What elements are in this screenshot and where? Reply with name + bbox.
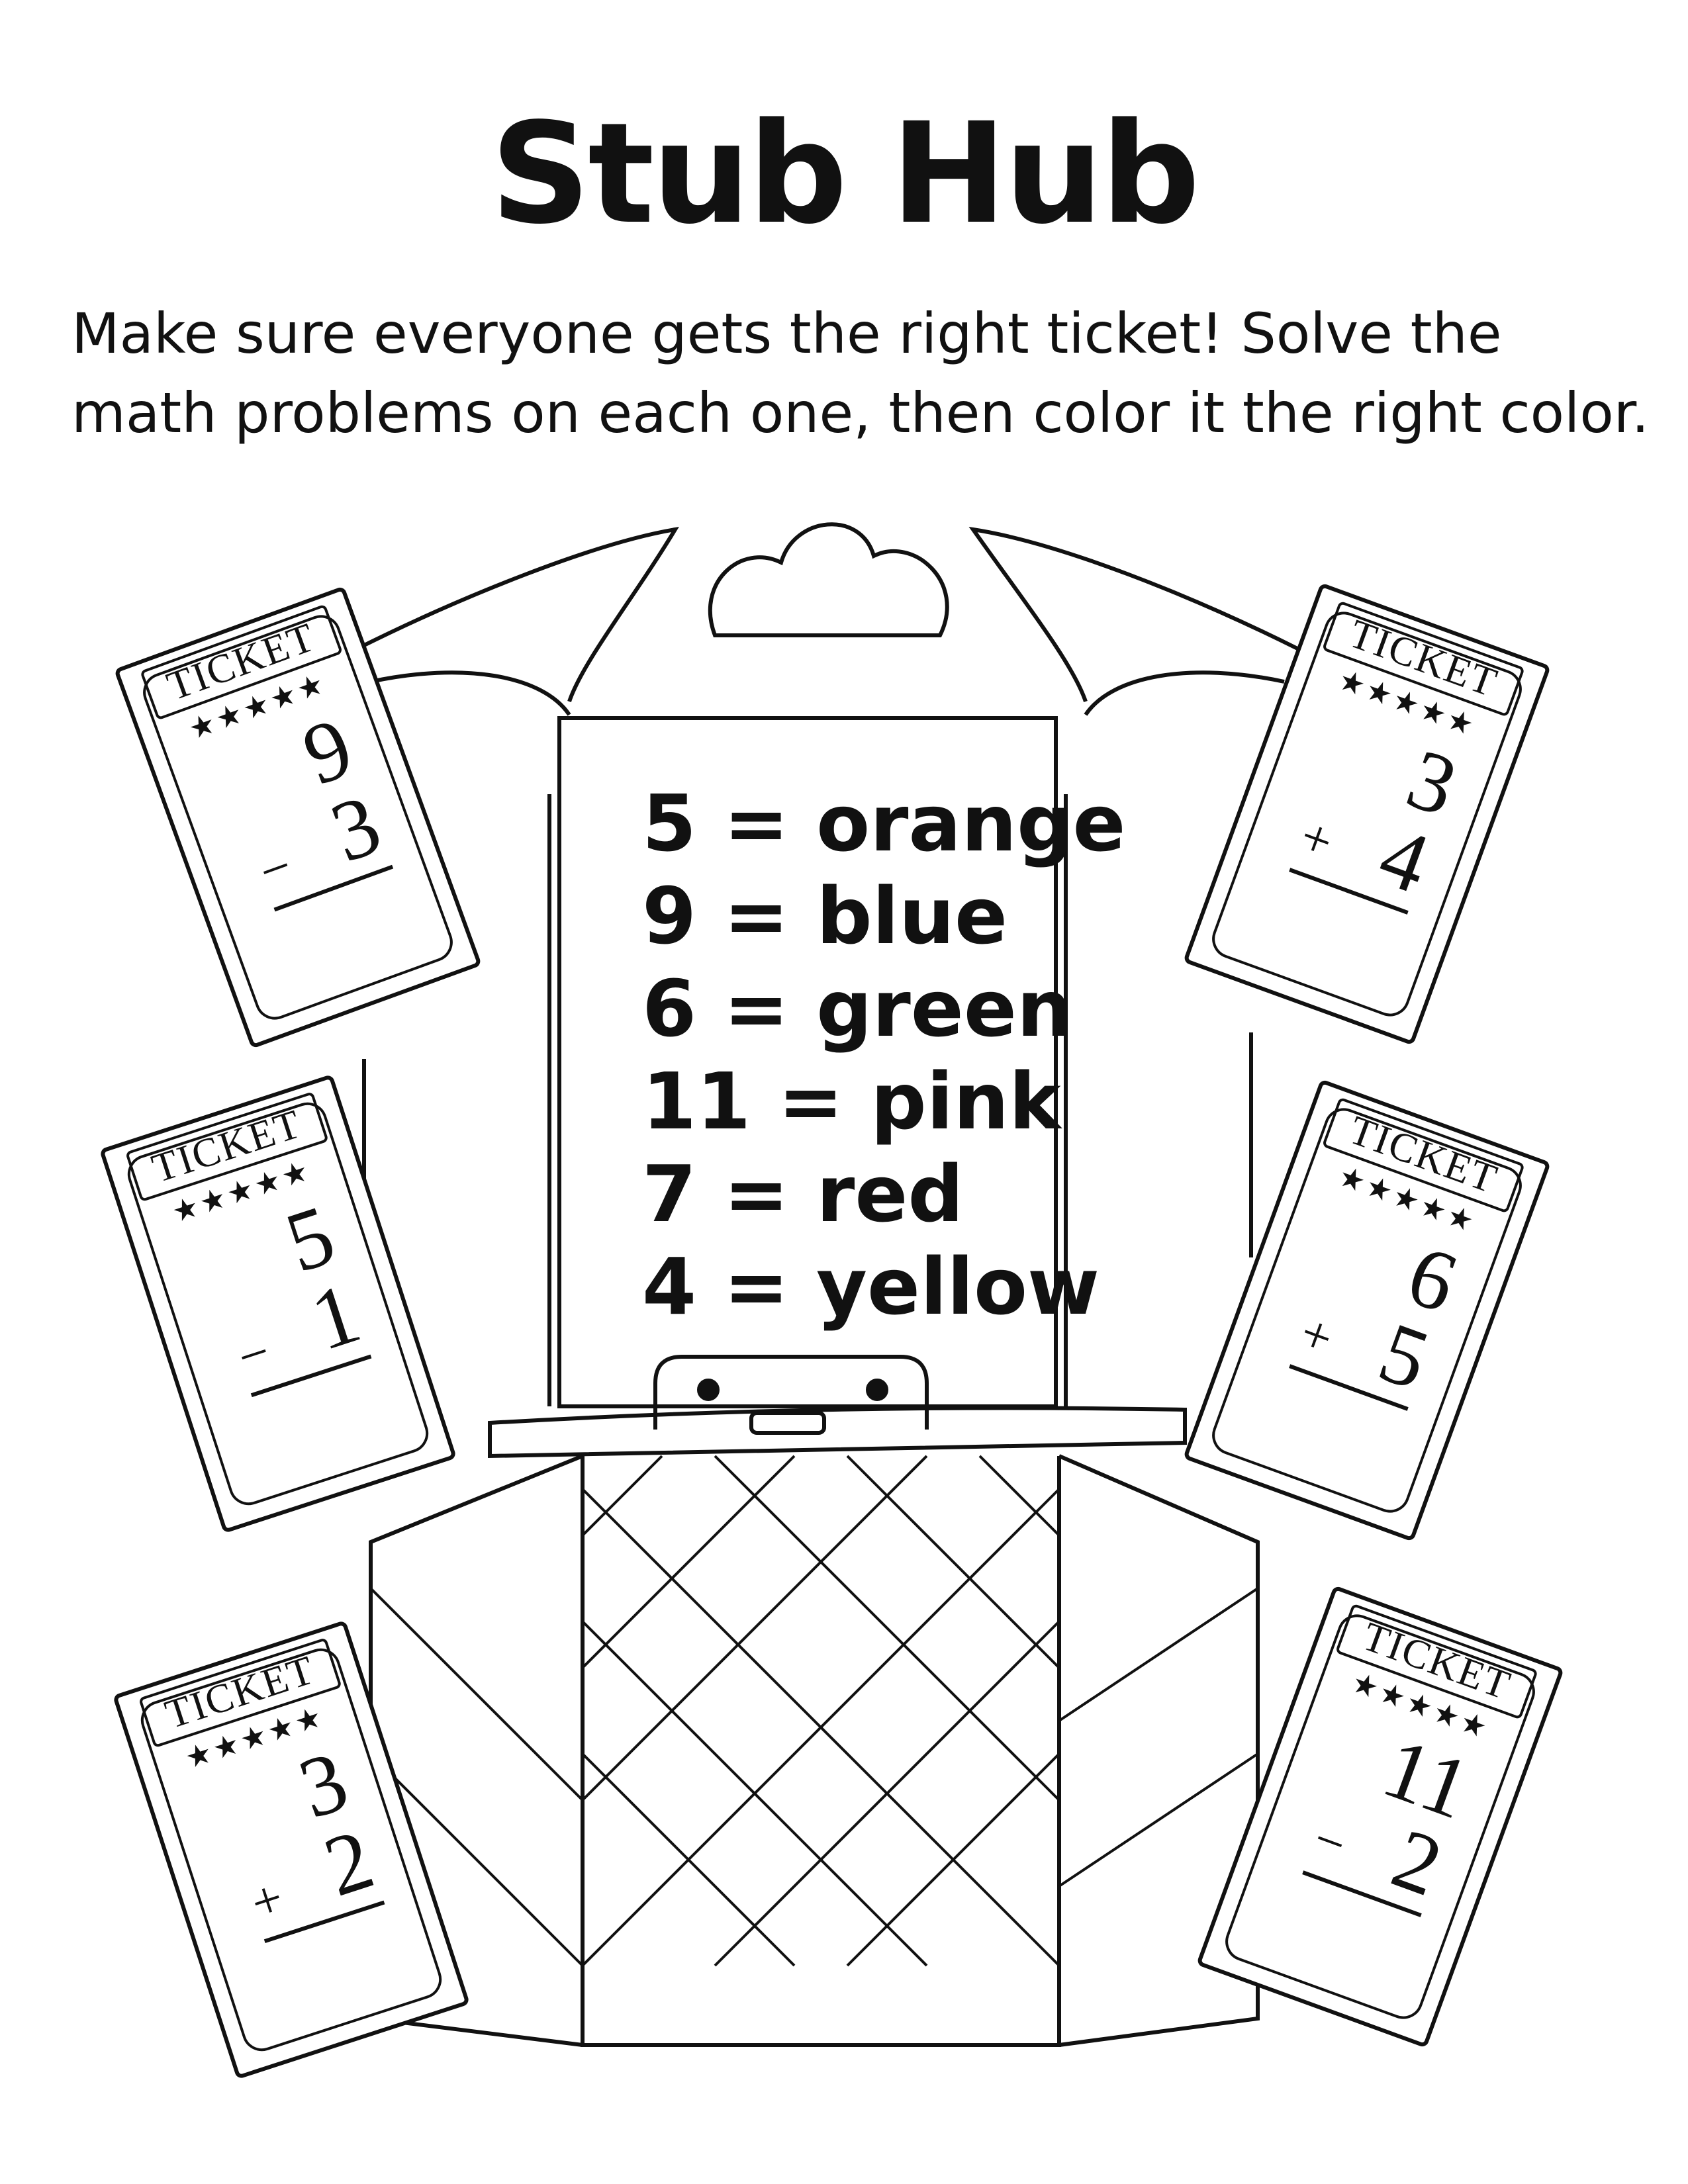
key-item: 6 = green bbox=[642, 963, 1072, 1054]
booth-scroll-right bbox=[968, 526, 1299, 716]
key-item: 4 = yellow bbox=[642, 1241, 1100, 1332]
booth-base bbox=[369, 1454, 1260, 2047]
instructions-line-2: math problems on each one, then color it… bbox=[71, 381, 1650, 445]
booth-attendant bbox=[653, 1355, 929, 1430]
key-item: 9 = blue bbox=[642, 870, 1008, 962]
key-item: 11 = pink bbox=[642, 1056, 1061, 1147]
quilted-pattern bbox=[369, 1455, 1259, 1967]
page-title: Stub Hub bbox=[490, 93, 1200, 255]
key-item: 7 = red bbox=[642, 1148, 964, 1240]
key-item: 5 = orange bbox=[642, 778, 1126, 869]
booth-scroll-left bbox=[356, 526, 679, 716]
instructions-line-1: Make sure everyone gets the right ticket… bbox=[71, 301, 1502, 366]
booth-counter bbox=[488, 1406, 1187, 1459]
booth-crest bbox=[708, 522, 949, 637]
booth-window bbox=[557, 716, 1058, 1408]
